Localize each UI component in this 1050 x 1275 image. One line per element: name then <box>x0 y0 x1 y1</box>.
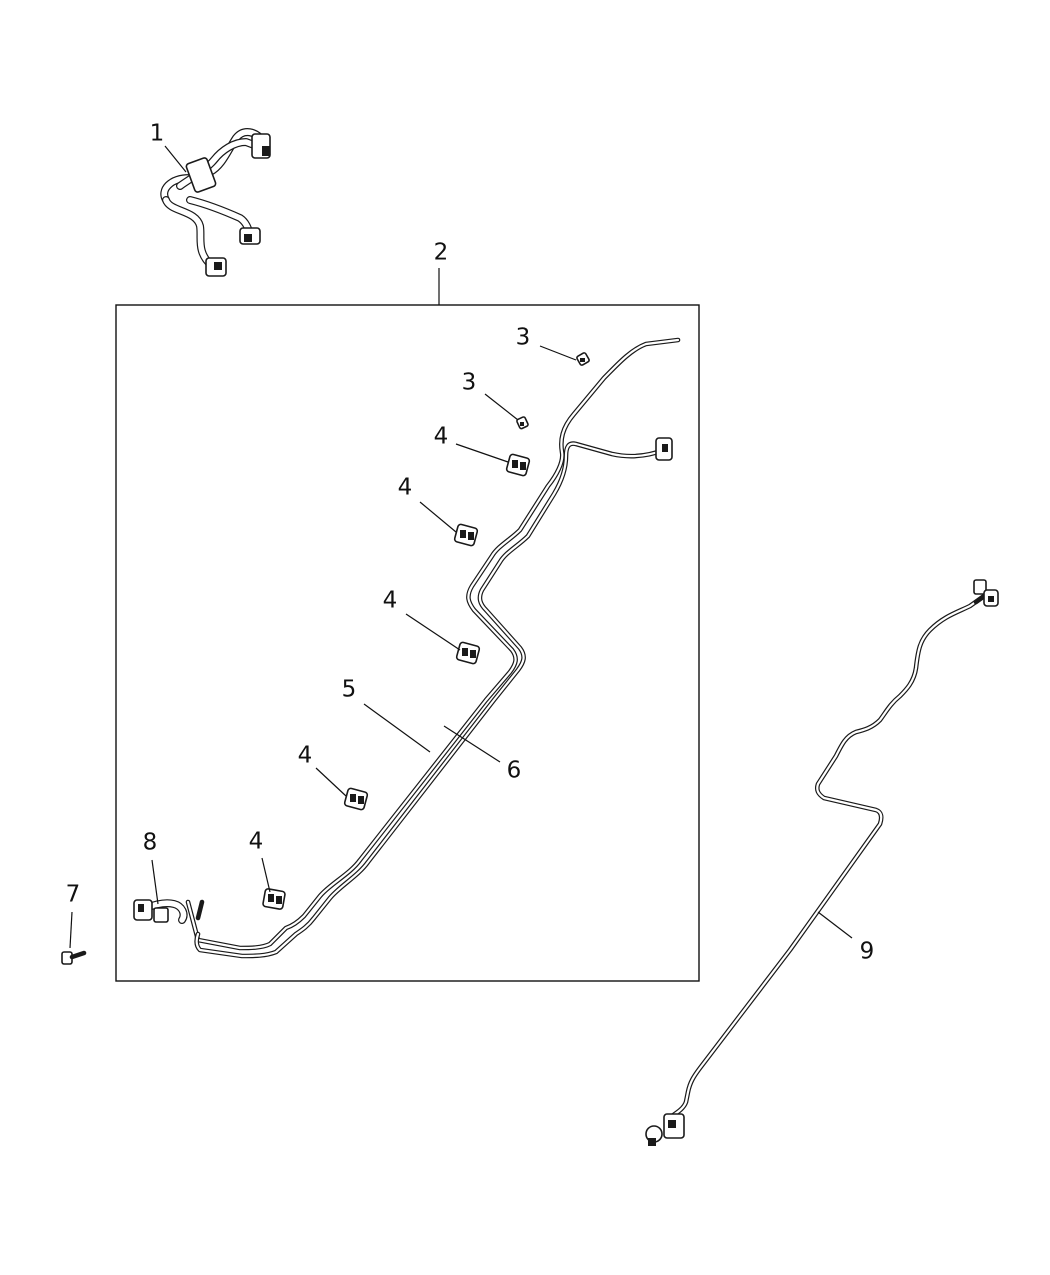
callout-4-a: 4 <box>434 424 449 450</box>
part-7-bolt <box>61 950 87 965</box>
part-1-hose-assembly <box>160 128 271 277</box>
part-4-clip-a <box>505 453 531 477</box>
callout-3-upper: 3 <box>516 325 531 351</box>
part-3-clip-upper <box>576 352 590 366</box>
part-6-tube <box>194 437 673 959</box>
callout-4-b: 4 <box>398 475 413 501</box>
part-8-fitting <box>133 899 188 924</box>
part-4-clip-d <box>343 787 369 811</box>
callout-4-c: 4 <box>383 588 398 614</box>
part-4-clip-e <box>262 888 286 910</box>
part-4-clip-c <box>455 641 481 665</box>
callout-5: 5 <box>342 677 357 703</box>
part-3-clip-lower <box>516 416 529 430</box>
callout-3-lower: 3 <box>462 370 477 396</box>
callout-6: 6 <box>507 758 522 784</box>
group-frame <box>115 304 700 982</box>
callout-9: 9 <box>860 939 875 965</box>
callout-1: 1 <box>150 121 165 147</box>
part-5-tube <box>185 337 681 951</box>
callout-4-d: 4 <box>298 743 313 769</box>
leader-lines <box>69 145 853 949</box>
callout-8: 8 <box>143 830 158 856</box>
callout-4-e: 4 <box>249 829 264 855</box>
callout-7: 7 <box>66 882 81 908</box>
part-4-clip-b <box>453 523 479 547</box>
callout-2: 2 <box>434 240 449 266</box>
part-9-tube <box>645 579 999 1146</box>
